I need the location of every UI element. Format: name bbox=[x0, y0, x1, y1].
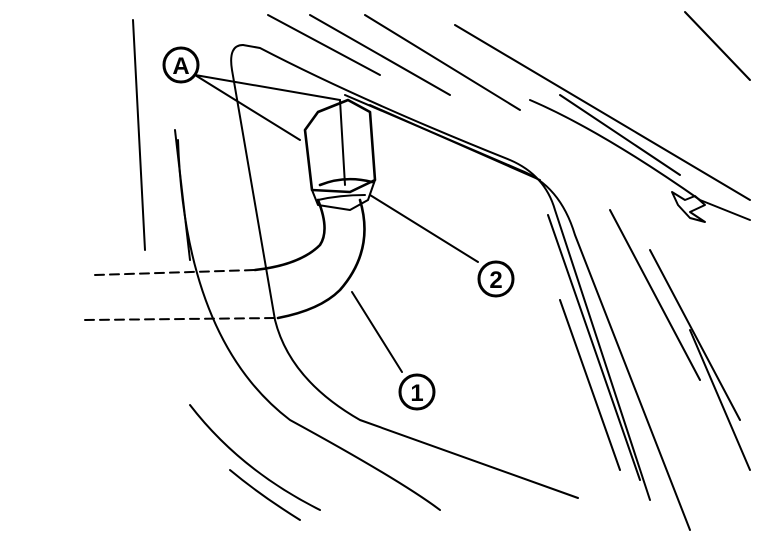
callout-2: 2 bbox=[477, 260, 515, 298]
callout-2-label: 2 bbox=[489, 267, 502, 294]
leader-lines bbox=[194, 74, 479, 373]
body-panel-lines bbox=[132, 11, 751, 531]
callout-1-label: 1 bbox=[410, 380, 423, 407]
connector-2 bbox=[303, 98, 377, 211]
callout-1: 1 bbox=[398, 373, 436, 411]
callout-a: A bbox=[162, 46, 200, 84]
callout-a-label: A bbox=[172, 53, 189, 80]
hose-1 bbox=[84, 198, 366, 321]
